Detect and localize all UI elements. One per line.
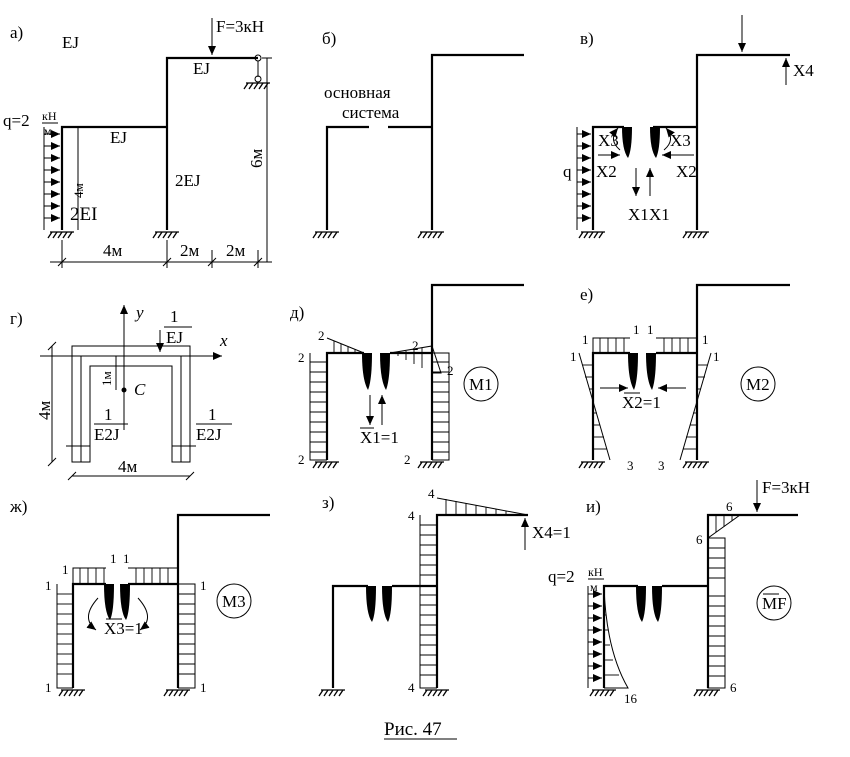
stiffness-label-a2: EJ xyxy=(193,59,210,78)
mf-circle-label: MF xyxy=(762,594,787,613)
force-label-a: F=3кН xyxy=(216,17,264,36)
m2-value-2: 1 xyxy=(633,322,640,337)
x1-right-label: X1 xyxy=(649,205,670,224)
unit-force-x1: X1=1 xyxy=(360,428,399,447)
m3-value-6: 1 xyxy=(45,680,52,695)
dim-label-g-1m: 1м xyxy=(99,371,114,386)
panel-d: д) 2 2 2 2 2 2 X1=1 M1 xyxy=(290,283,524,469)
load-unit-num-a: кН xyxy=(42,109,57,123)
load-unit-den-i: м xyxy=(590,580,598,594)
panel-g: г) x y C 1м 1 EJ 1 E2J 1 E2J 4м 4м xyxy=(10,303,232,481)
m3-circle-label: M3 xyxy=(222,592,246,611)
stiff-g-top-den: EJ xyxy=(166,328,183,347)
stiffness-label-a4: 2EJ xyxy=(175,171,201,190)
m3-value-7: 1 xyxy=(200,680,207,695)
x3-left-label: X3 xyxy=(598,131,619,150)
m3-value-1: 1 xyxy=(62,562,69,577)
dim-label-g-4m-h: 4м xyxy=(118,457,138,476)
m2-value-4: 1 xyxy=(702,332,709,347)
unit-moment-x3: X3=1 xyxy=(104,619,143,638)
dim-label-a-4m: 4м xyxy=(103,241,123,260)
load-unit-den-a: м xyxy=(44,124,52,138)
panel-label-e: е) xyxy=(580,285,593,304)
stiffness-label-a3: EJ xyxy=(110,128,127,147)
load-label-i: q=2 xyxy=(548,567,575,586)
m2-value-6: 1 xyxy=(713,349,720,364)
stiff-g-right-num: 1 xyxy=(208,405,217,424)
force-label-i: F=3кН xyxy=(762,478,810,497)
m1-value-5: 2 xyxy=(447,363,454,378)
m4-value-3: 4 xyxy=(408,680,415,695)
panel-i: и) F=3кН q=2 кН м 6 6 16 xyxy=(548,478,810,706)
mf-value-1: 6 xyxy=(726,499,733,514)
dim-label-a-2m-2: 2м xyxy=(226,241,246,260)
axis-label-x: x xyxy=(219,331,228,350)
m2-value-7: 3 xyxy=(627,458,634,473)
panel-v: в) X4 q X3 X3 X2 X2 X1 X1 xyxy=(563,15,814,239)
dim-label-a-2m-1: 2м xyxy=(180,241,200,260)
panel-label-zh: ж) xyxy=(9,497,27,516)
stiffness-label-a5: 2EI xyxy=(70,204,97,225)
basic-system-line1: основная xyxy=(324,83,391,102)
unknown-x4-label: X4 xyxy=(793,61,814,80)
mf-value-4: 6 xyxy=(730,680,737,695)
stiff-g-right-den: E2J xyxy=(196,425,222,444)
m2-value-1: 1 xyxy=(582,332,589,347)
m2-circle-label: M2 xyxy=(746,375,770,394)
panel-label-b: б) xyxy=(322,29,336,48)
panel-a: а) EJ EJ EJ 2EJ 2EI F=3кН q=2 кН м 4м 6м xyxy=(3,17,272,268)
panel-label-i: и) xyxy=(586,497,601,516)
panel-label-d: д) xyxy=(290,303,304,322)
x1-left-label: X1 xyxy=(628,205,649,224)
panel-label-v: в) xyxy=(580,29,594,48)
m1-value-2: 2 xyxy=(298,350,305,365)
m1-circle-label: M1 xyxy=(469,375,493,394)
m1-value-4: 2 xyxy=(412,338,419,353)
m1-value-3: 2 xyxy=(298,452,305,467)
m1-value-6: 2 xyxy=(404,452,411,467)
panel-label-a: а) xyxy=(10,23,23,42)
x3-right-label: X3 xyxy=(670,131,691,150)
x2-left-label: X2 xyxy=(596,162,617,181)
m3-value-3: 1 xyxy=(123,551,130,566)
panel-zh: ж) 1 1 1 1 1 1 1 X3=1 M3 xyxy=(9,497,270,697)
x2-right-label: X2 xyxy=(676,162,697,181)
stiff-g-top-num: 1 xyxy=(170,307,179,326)
m3-value-2: 1 xyxy=(110,551,117,566)
m2-value-8: 3 xyxy=(658,458,665,473)
stiff-g-left-den: E2J xyxy=(94,425,120,444)
load-unit-num-i: кН xyxy=(588,565,603,579)
unit-force-x2: X2=1 xyxy=(622,393,661,412)
panel-label-g: г) xyxy=(10,309,23,328)
m3-value-4: 1 xyxy=(45,578,52,593)
dim-label-g-4m-v: 4м xyxy=(35,401,54,421)
panel-label-z: з) xyxy=(322,493,334,512)
panel-b: б) основная система xyxy=(312,29,524,239)
mf-value-2: 6 xyxy=(696,532,703,547)
load-label-v: q xyxy=(563,162,572,181)
m2-value-5: 1 xyxy=(570,349,577,364)
centroid-label: C xyxy=(134,380,146,399)
frame-left-a xyxy=(60,125,167,230)
dim-label-a-4m-v: 4м xyxy=(71,183,86,198)
m4-value-1: 4 xyxy=(428,486,435,501)
panel-z: з) 4 4 4 X4=1 xyxy=(318,486,571,697)
m3-value-5: 1 xyxy=(200,578,207,593)
stiff-g-left-num: 1 xyxy=(104,405,113,424)
frame-right-a xyxy=(165,56,258,230)
axis-label-y: y xyxy=(134,303,144,322)
unit-force-x4: X4=1 xyxy=(532,523,571,542)
dim-label-a-6m: 6м xyxy=(247,149,266,169)
basic-system-line2: система xyxy=(342,103,400,122)
figure-caption: Рис. 47 xyxy=(384,719,442,740)
load-label-a: q=2 xyxy=(3,111,30,130)
m2-value-3: 1 xyxy=(647,322,654,337)
m1-value-1: 2 xyxy=(318,328,325,343)
mf-value-3: 16 xyxy=(624,691,638,706)
panel-e: е) 1 1 1 1 1 1 3 3 X2=1 M2 xyxy=(570,283,790,473)
stiffness-label-a1: EJ xyxy=(62,33,79,52)
m4-value-2: 4 xyxy=(408,508,415,523)
